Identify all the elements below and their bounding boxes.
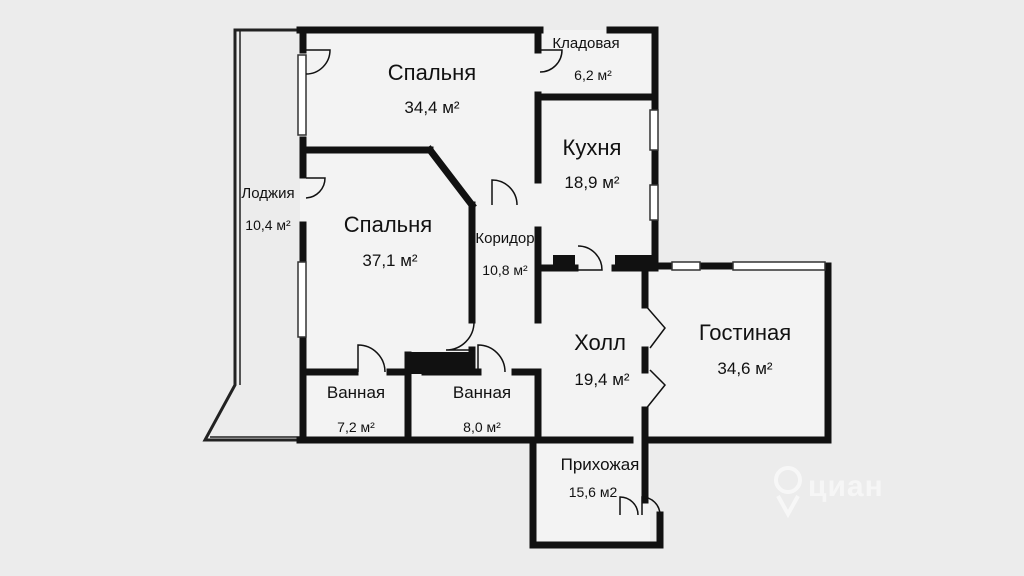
bath1-name: Ванная	[327, 383, 385, 402]
bedroom1-area: 34,4 м²	[404, 98, 459, 117]
bath2-name: Ванная	[453, 383, 511, 402]
hall-name: Холл	[574, 330, 626, 355]
kitchen-name: Кухня	[563, 135, 622, 160]
corridor-area: 10,8 м²	[482, 262, 528, 278]
entry-area: 15,6 м2	[569, 484, 618, 500]
entry-name: Прихожая	[561, 455, 640, 474]
living-name: Гостиная	[699, 320, 791, 345]
bath-wall-block	[405, 352, 475, 374]
living-area: 34,6 м²	[717, 359, 772, 378]
doors	[305, 49, 667, 516]
loggia-area: 10,4 м²	[245, 217, 291, 233]
bedroom2-area: 37,1 м²	[362, 251, 417, 270]
pantry-name: Кладовая	[552, 35, 619, 52]
bath2-area: 8,0 м²	[463, 419, 501, 435]
walls	[296, 26, 832, 549]
corridor-name: Коридор	[475, 230, 534, 247]
bath1-area: 7,2 м²	[337, 419, 375, 435]
loggia-name: Лоджия	[241, 185, 294, 202]
loggia-outline	[202, 28, 300, 442]
windows	[297, 54, 826, 338]
watermark-text: циан	[808, 470, 884, 503]
bedroom2-name: Спальня	[344, 212, 432, 237]
kitchen-area: 18,9 м²	[564, 173, 619, 192]
room-fills	[300, 30, 828, 545]
bedroom1-name: Спальня	[388, 60, 476, 85]
pantry-area: 6,2 м²	[574, 67, 612, 83]
cian-logo-icon	[774, 466, 802, 519]
hall-area: 19,4 м²	[574, 370, 629, 389]
